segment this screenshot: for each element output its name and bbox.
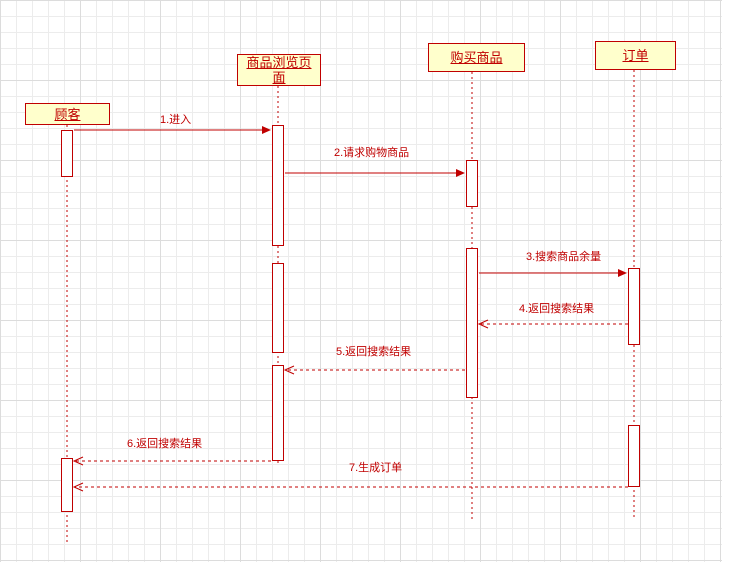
activation-bar-browse-page-4[interactable] <box>272 365 284 461</box>
message-arrowhead-4 <box>477 319 489 329</box>
activation-bar-order-8[interactable] <box>628 425 640 487</box>
activation-bar-browse-page-3[interactable] <box>272 263 284 353</box>
lifeline-label-browse-page: 商品浏览页面 <box>246 55 312 85</box>
lifeline-head-order[interactable]: 订单 <box>595 41 676 70</box>
message-arrowhead-2 <box>456 169 465 177</box>
message-label-2[interactable]: 2.请求购物商品 <box>334 147 410 159</box>
lifeline-head-customer[interactable]: 顾客 <box>25 103 110 125</box>
message-arrowhead-5 <box>283 365 295 375</box>
lifeline-label-customer: 顾客 <box>54 106 81 122</box>
lifeline-label-order: 订单 <box>622 48 649 63</box>
activation-bar-customer-0[interactable] <box>61 130 73 177</box>
message-arrowhead-6 <box>72 456 84 466</box>
activation-bar-purchase-6[interactable] <box>466 248 478 398</box>
activation-bar-customer-1[interactable] <box>61 458 73 512</box>
message-arrowhead-3 <box>618 269 627 277</box>
lifeline-head-browse-page[interactable]: 商品浏览页面 <box>237 54 321 86</box>
message-label-4[interactable]: 4.返回搜索结果 <box>519 303 595 315</box>
activation-bar-browse-page-2[interactable] <box>272 125 284 246</box>
message-label-5[interactable]: 5.返回搜索结果 <box>336 346 412 358</box>
grid-background <box>0 0 722 562</box>
lifeline-label-purchase: 购买商品 <box>450 50 503 65</box>
activation-bar-order-7[interactable] <box>628 268 640 345</box>
message-arrowhead-1 <box>262 126 271 134</box>
message-label-7[interactable]: 7.生成订单 <box>349 462 403 474</box>
message-label-6[interactable]: 6.返回搜索结果 <box>127 438 203 450</box>
message-arrowhead-7 <box>72 482 84 492</box>
lifeline-head-purchase[interactable]: 购买商品 <box>428 43 525 72</box>
message-label-1[interactable]: 1.进入 <box>160 114 192 126</box>
message-label-3[interactable]: 3.搜索商品余量 <box>526 251 602 263</box>
activation-bar-purchase-5[interactable] <box>466 160 478 207</box>
